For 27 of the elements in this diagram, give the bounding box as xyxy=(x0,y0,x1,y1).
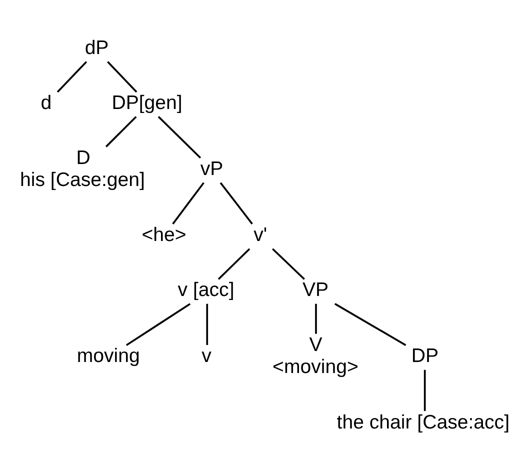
connector xyxy=(423,369,426,411)
connector xyxy=(206,303,208,344)
node-text: D his [Case:gen] xyxy=(20,146,144,191)
connector xyxy=(314,303,316,334)
connector xyxy=(271,248,304,280)
connector xyxy=(157,116,201,158)
connector xyxy=(217,248,250,280)
node-text: v' xyxy=(253,224,267,246)
connector xyxy=(56,60,87,92)
node-text: dP xyxy=(84,36,108,59)
node-text: VP xyxy=(302,278,328,301)
node-text: d xyxy=(40,92,52,114)
node-text: vP xyxy=(200,158,223,180)
node-text: <he> xyxy=(141,224,186,246)
node-text: V <moving> xyxy=(272,334,358,378)
connector xyxy=(219,182,252,224)
node-text: moving xyxy=(76,344,140,367)
connector xyxy=(334,302,406,346)
node-text: v xyxy=(201,344,211,367)
connector xyxy=(125,302,190,346)
connector xyxy=(104,116,136,147)
connector xyxy=(172,182,204,224)
node-text: v [acc] xyxy=(177,278,234,301)
connector xyxy=(106,60,137,92)
node-text: DP xyxy=(410,344,438,367)
node-text: the chair [Case:acc] xyxy=(336,410,510,433)
node-text: DP[gen] xyxy=(111,92,182,114)
